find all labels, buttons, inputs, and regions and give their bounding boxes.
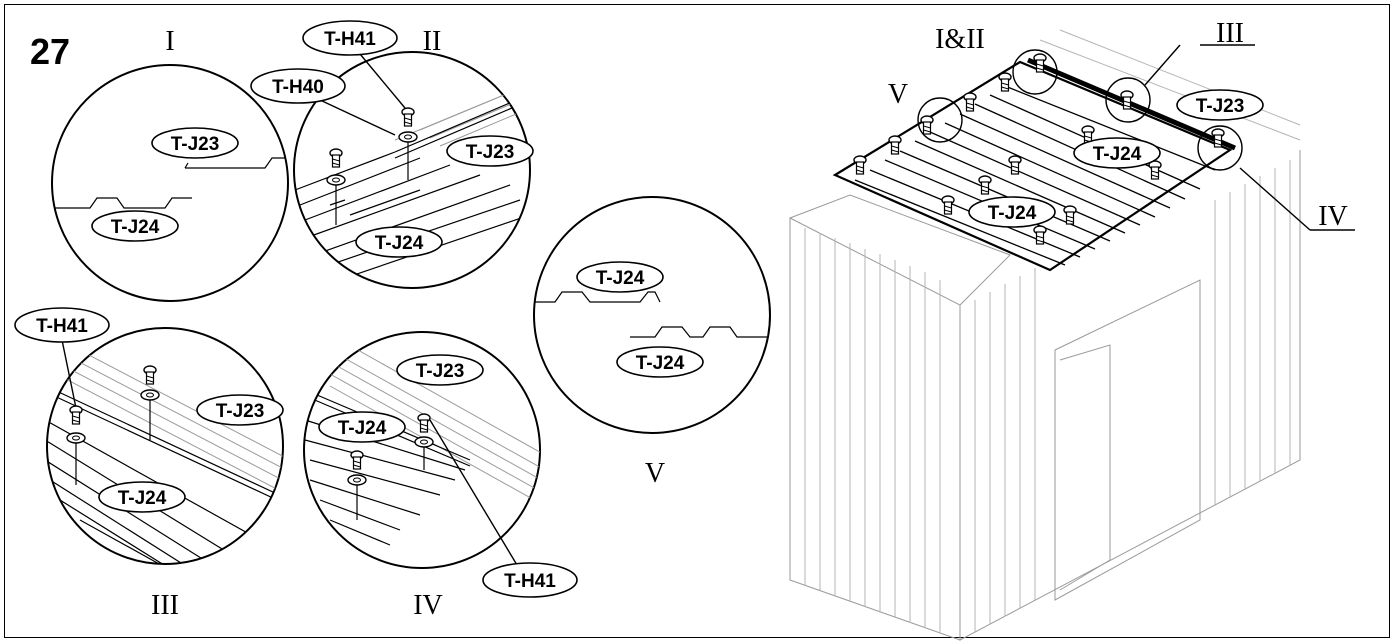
part-label-T-J24: T-J24 (318, 411, 406, 443)
svg-text:T-J24: T-J24 (636, 353, 685, 374)
part-label-T-J23: T-J23 (396, 354, 484, 386)
shed-overview: I&II III IV V T-J23 T-J24 T-J24 (789, 18, 1355, 641)
instruction-frame (4, 4, 1390, 638)
svg-text:T-J24: T-J24 (338, 418, 387, 439)
panel-title-IV: IV (413, 590, 443, 621)
svg-text:T-J24: T-J24 (988, 203, 1037, 224)
detail-panel-II: II T-H41 T-H40 T-J23 T-J24 (250, 20, 534, 289)
detail-panel-I: I T-J23 T-J24 (51, 26, 289, 302)
panel-title-III: III (151, 590, 179, 621)
detail-panel-IV: IV T-J23 T-J24 T-H41 (303, 331, 578, 621)
panel-title-I: I (165, 26, 174, 57)
panel-title-II: II (423, 26, 442, 57)
part-label-T-J24: T-J24 (576, 261, 664, 293)
step-number: 27 (30, 31, 70, 72)
part-label-T-H41: T-H41 (302, 20, 398, 56)
callout-III: III (1216, 18, 1244, 49)
svg-text:T-J24: T-J24 (111, 217, 160, 238)
svg-text:T-H41: T-H41 (36, 316, 88, 337)
callout-V: V (888, 79, 908, 110)
svg-text:T-J24: T-J24 (596, 268, 645, 289)
svg-text:T-J23: T-J23 (216, 401, 265, 422)
part-label-T-J23: T-J23 (446, 135, 534, 167)
svg-text:T-J24: T-J24 (375, 233, 424, 254)
svg-text:T-J23: T-J23 (466, 142, 515, 163)
svg-text:T-J24: T-J24 (1093, 144, 1142, 165)
panel-title-V: V (645, 458, 665, 489)
part-label-T-H41: T-H41 (14, 307, 110, 343)
svg-text:T-H40: T-H40 (272, 77, 324, 98)
part-label-T-J24: T-J24 (91, 210, 179, 242)
detail-panel-V: V T-J24 T-J24 (533, 196, 771, 489)
part-label-T-J23: T-J23 (1176, 89, 1264, 121)
part-label-T-J24: T-J24 (1073, 137, 1161, 169)
svg-text:T-J23: T-J23 (1196, 96, 1245, 117)
svg-text:T-J24: T-J24 (118, 488, 167, 509)
part-label-T-J24: T-J24 (616, 346, 704, 378)
part-label-T-J23: T-J23 (196, 394, 284, 426)
part-label-T-J24: T-J24 (968, 196, 1056, 228)
part-label-T-J23: T-J23 (151, 127, 239, 159)
callout-I-II: I&II (935, 24, 985, 55)
callout-IV: IV (1318, 201, 1348, 232)
part-label-T-H40: T-H40 (250, 68, 346, 104)
svg-text:T-H41: T-H41 (504, 571, 556, 592)
svg-text:T-H41: T-H41 (324, 29, 376, 50)
svg-text:T-J23: T-J23 (416, 361, 465, 382)
part-label-T-J24: T-J24 (355, 226, 443, 258)
detail-panel-III: III T-H41 T-J23 T-J24 (14, 307, 284, 621)
svg-text:T-J23: T-J23 (171, 134, 220, 155)
part-label-T-J24: T-J24 (98, 481, 186, 513)
part-label-T-H41: T-H41 (482, 562, 578, 598)
